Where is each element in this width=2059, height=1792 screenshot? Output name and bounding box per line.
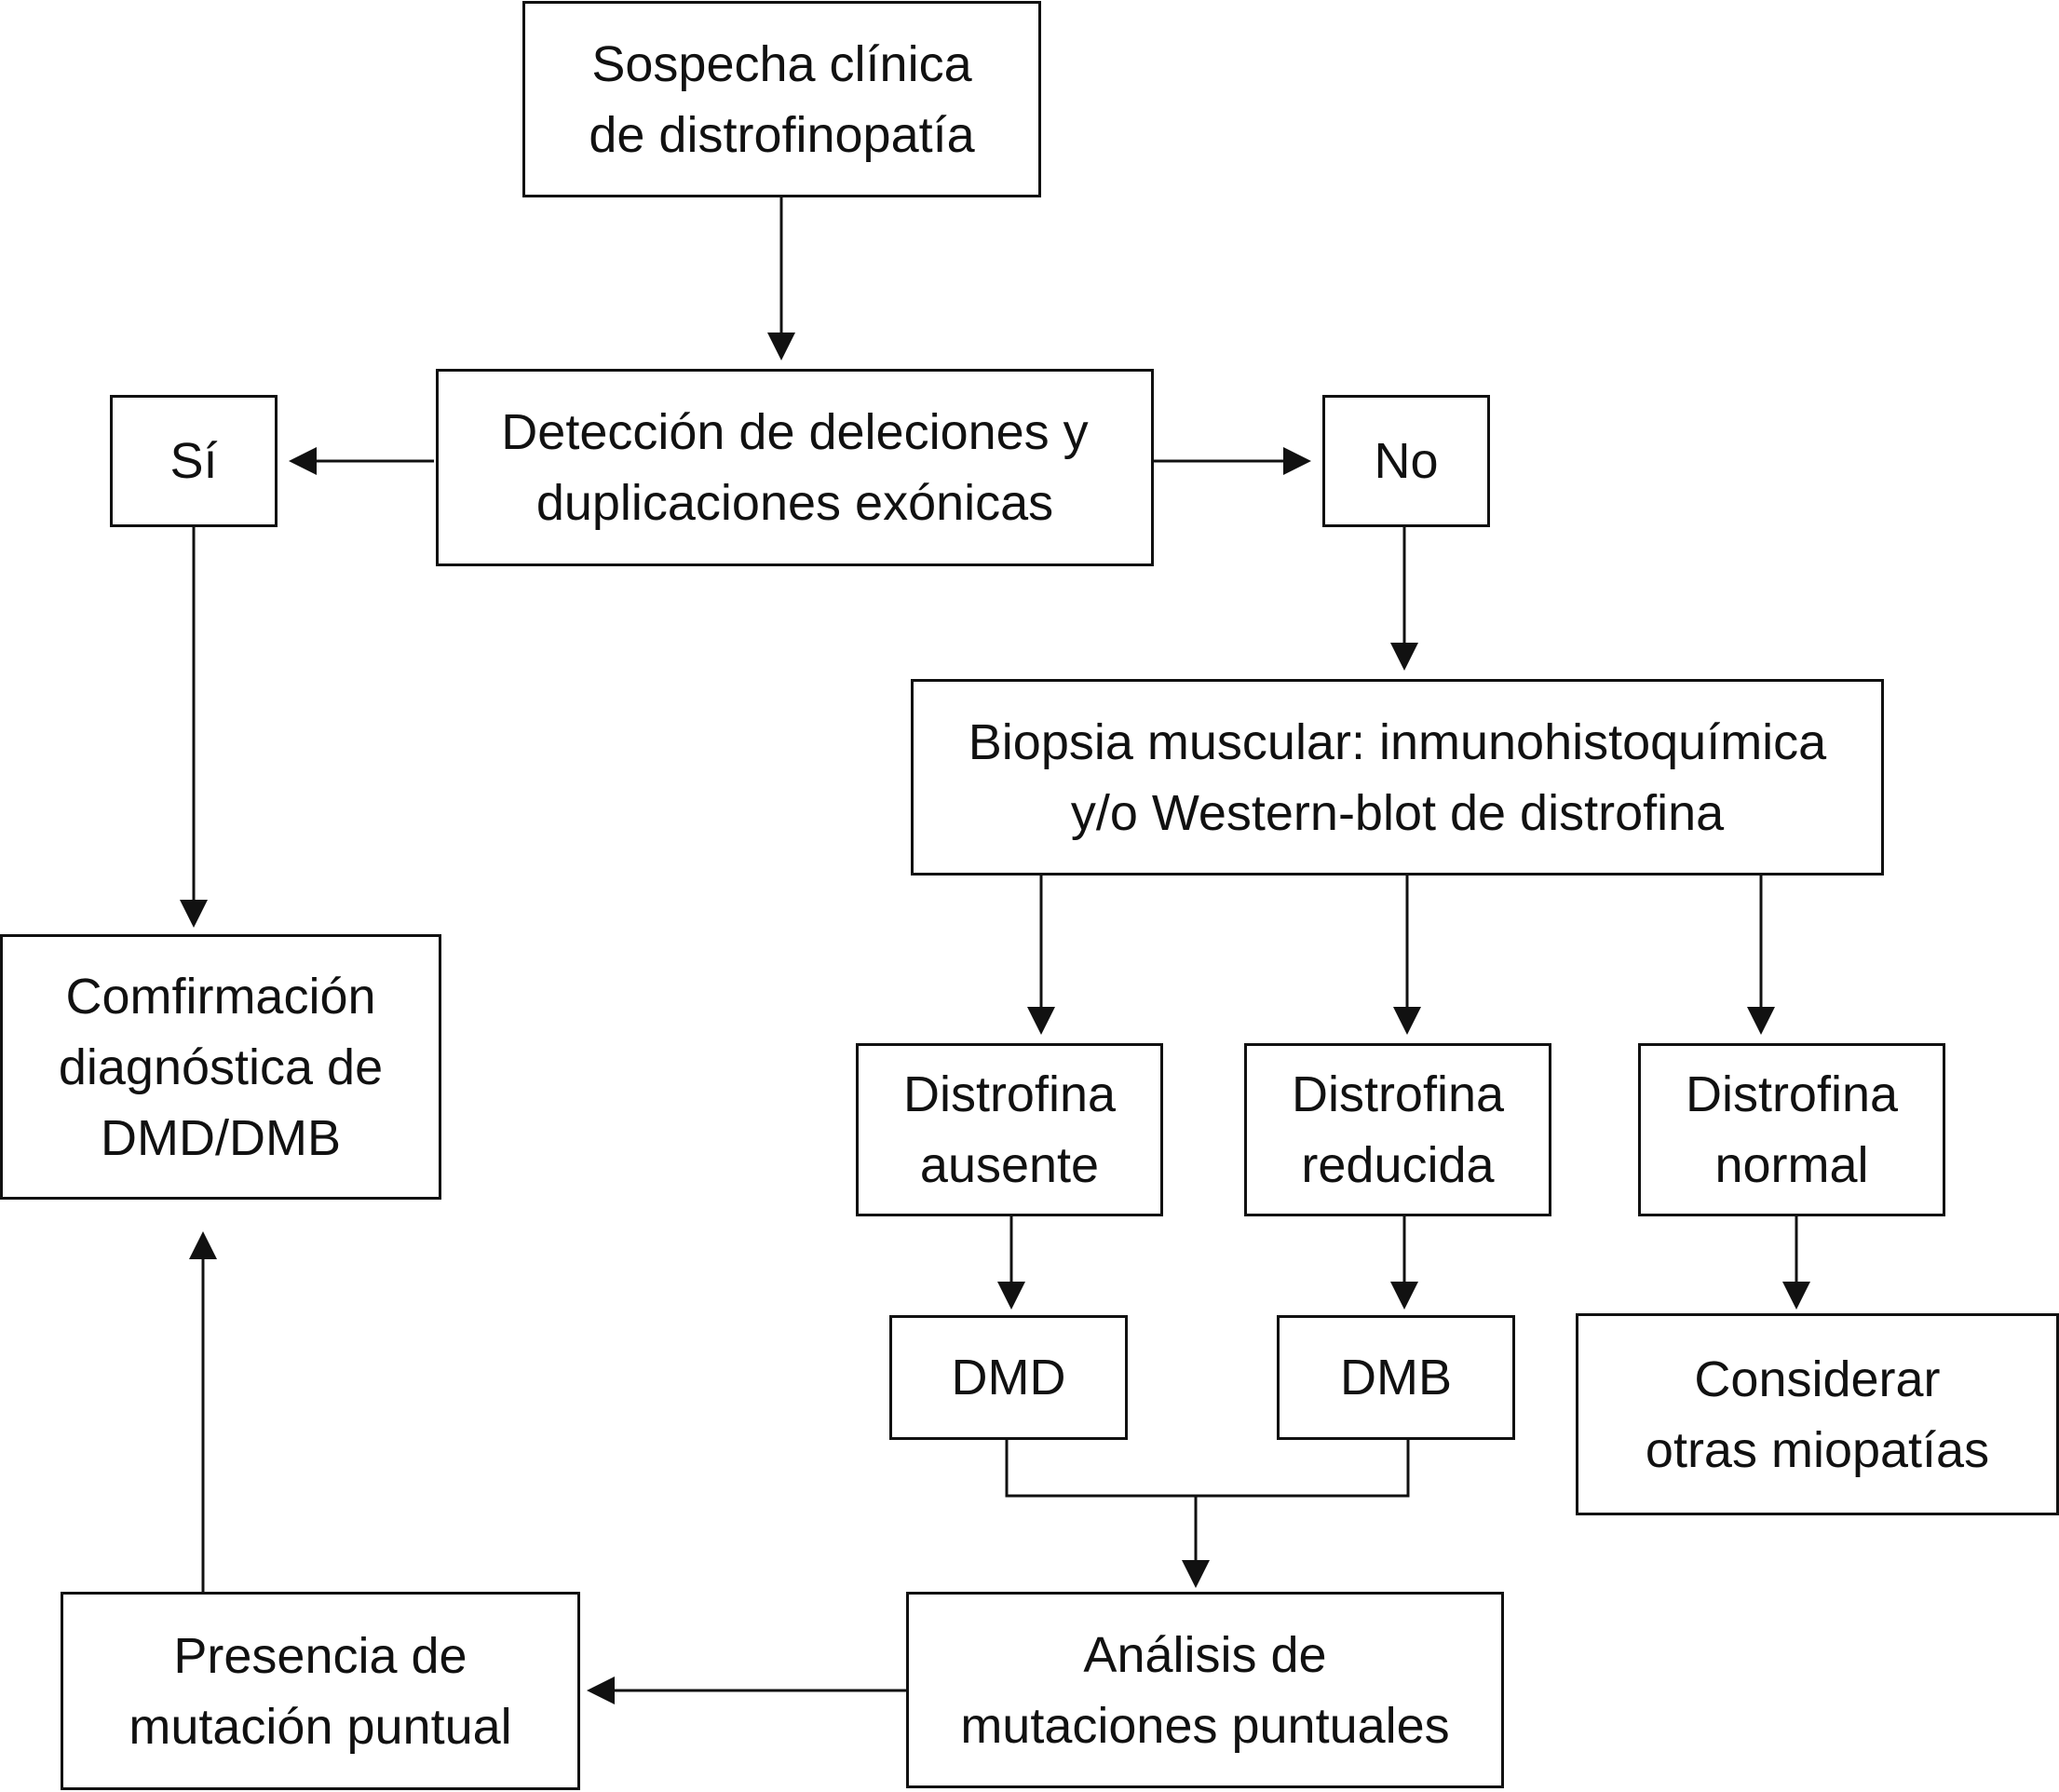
node-confirmacion-line-3: DMD/DMB (101, 1109, 341, 1166)
node-no-line-1: No (1374, 433, 1439, 489)
node-reducida-line-2: reducida (1301, 1137, 1495, 1193)
node-normal-line-2: normal (1714, 1137, 1869, 1193)
node-deteccion-line-2: duplicaciones exónicas (535, 475, 1054, 531)
node-confirmacion-line-2: diagnóstica de (58, 1039, 384, 1095)
node-reducida-line-1: Distrofina (1291, 1066, 1505, 1122)
node-sospecha: Sospecha clínica de distrofinopatía (522, 1, 1041, 197)
node-confirmacion: Comfirmación diagnóstica de DMD/DMB (0, 934, 441, 1200)
node-presencia-line-1: Presencia de (173, 1627, 467, 1684)
node-biopsia-line-1: Biopsia muscular: inmunohistoquímica (968, 713, 1827, 770)
node-considerar: Considerar otras miopatías (1576, 1313, 2059, 1515)
node-no: No (1322, 395, 1490, 527)
node-si-line-1: Sí (169, 433, 218, 489)
node-considerar-line-2: otras miopatías (1645, 1421, 1990, 1478)
node-dmd-line-1: DMD (951, 1350, 1066, 1405)
node-analisis: Análisis de mutaciones puntuales (906, 1592, 1504, 1788)
node-biopsia: Biopsia muscular: inmunohistoquímica y/o… (911, 679, 1884, 876)
node-reducida: Distrofina reducida (1244, 1043, 1551, 1216)
node-sospecha-line-2: de distrofinopatía (589, 106, 975, 163)
node-normal: Distrofina normal (1638, 1043, 1945, 1216)
node-dmd: DMD (889, 1315, 1128, 1440)
node-dmb-line-1: DMB (1340, 1350, 1452, 1405)
connector-dmd-dmb-join (1005, 1440, 1410, 1498)
node-confirmacion-line-1: Comfirmación (65, 968, 376, 1025)
node-si: Sí (110, 395, 278, 527)
node-ausente-line-2: ausente (919, 1137, 1100, 1193)
node-analisis-line-2: mutaciones puntuales (960, 1697, 1450, 1754)
node-deteccion-line-1: Detección de deleciones y (501, 404, 1089, 460)
node-considerar-line-1: Considerar (1694, 1351, 1941, 1407)
node-deteccion: Detección de deleciones y duplicaciones … (436, 369, 1154, 566)
node-dmb: DMB (1277, 1315, 1515, 1440)
node-presencia-line-2: mutación puntual (129, 1698, 512, 1755)
node-biopsia-line-2: y/o Western-blot de distrofina (1070, 784, 1725, 841)
node-analisis-line-1: Análisis de (1083, 1626, 1327, 1683)
node-presencia: Presencia de mutación puntual (61, 1592, 580, 1790)
node-ausente: Distrofina ausente (856, 1043, 1163, 1216)
node-sospecha-line-1: Sospecha clínica (591, 35, 972, 92)
node-ausente-line-1: Distrofina (902, 1066, 1117, 1122)
node-normal-line-1: Distrofina (1685, 1066, 1899, 1122)
